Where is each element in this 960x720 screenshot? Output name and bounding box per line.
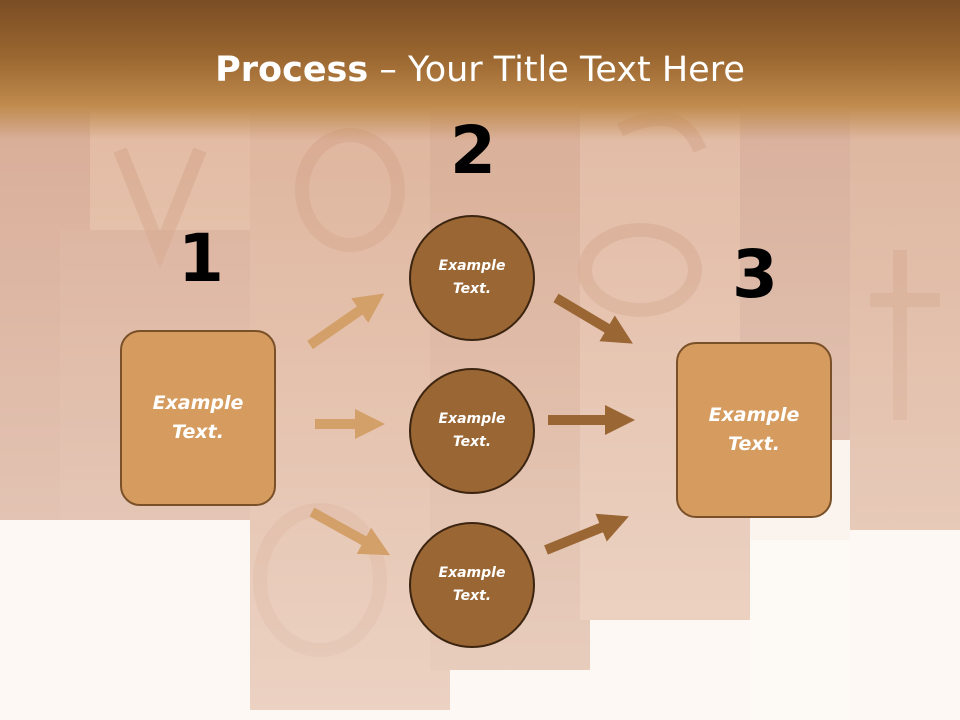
step-number-3: 3: [732, 236, 778, 313]
title-rest: – Your Title Text Here: [368, 50, 745, 90]
circle-top-text: Example Text.: [438, 258, 506, 297]
step-2-circle-middle[interactable]: Example Text.: [409, 368, 535, 494]
circle-bottom-text: Example Text.: [438, 565, 506, 604]
step-2-circle-top[interactable]: Example Text.: [409, 215, 535, 341]
circle-middle-text: Example Text.: [438, 411, 506, 450]
step-2-circle-bottom[interactable]: Example Text.: [409, 522, 535, 648]
title-banner: [0, 0, 960, 140]
title-bold: Process: [215, 50, 369, 90]
slide-title: Process – Your Title Text Here: [0, 50, 960, 90]
step-number-1: 1: [178, 220, 224, 297]
step-1-box[interactable]: Example Text.: [120, 330, 276, 506]
step-1-text: Example Text.: [152, 392, 244, 443]
step-3-box[interactable]: Example Text.: [676, 342, 832, 518]
step-3-text: Example Text.: [708, 404, 800, 455]
step-number-2: 2: [450, 112, 496, 189]
